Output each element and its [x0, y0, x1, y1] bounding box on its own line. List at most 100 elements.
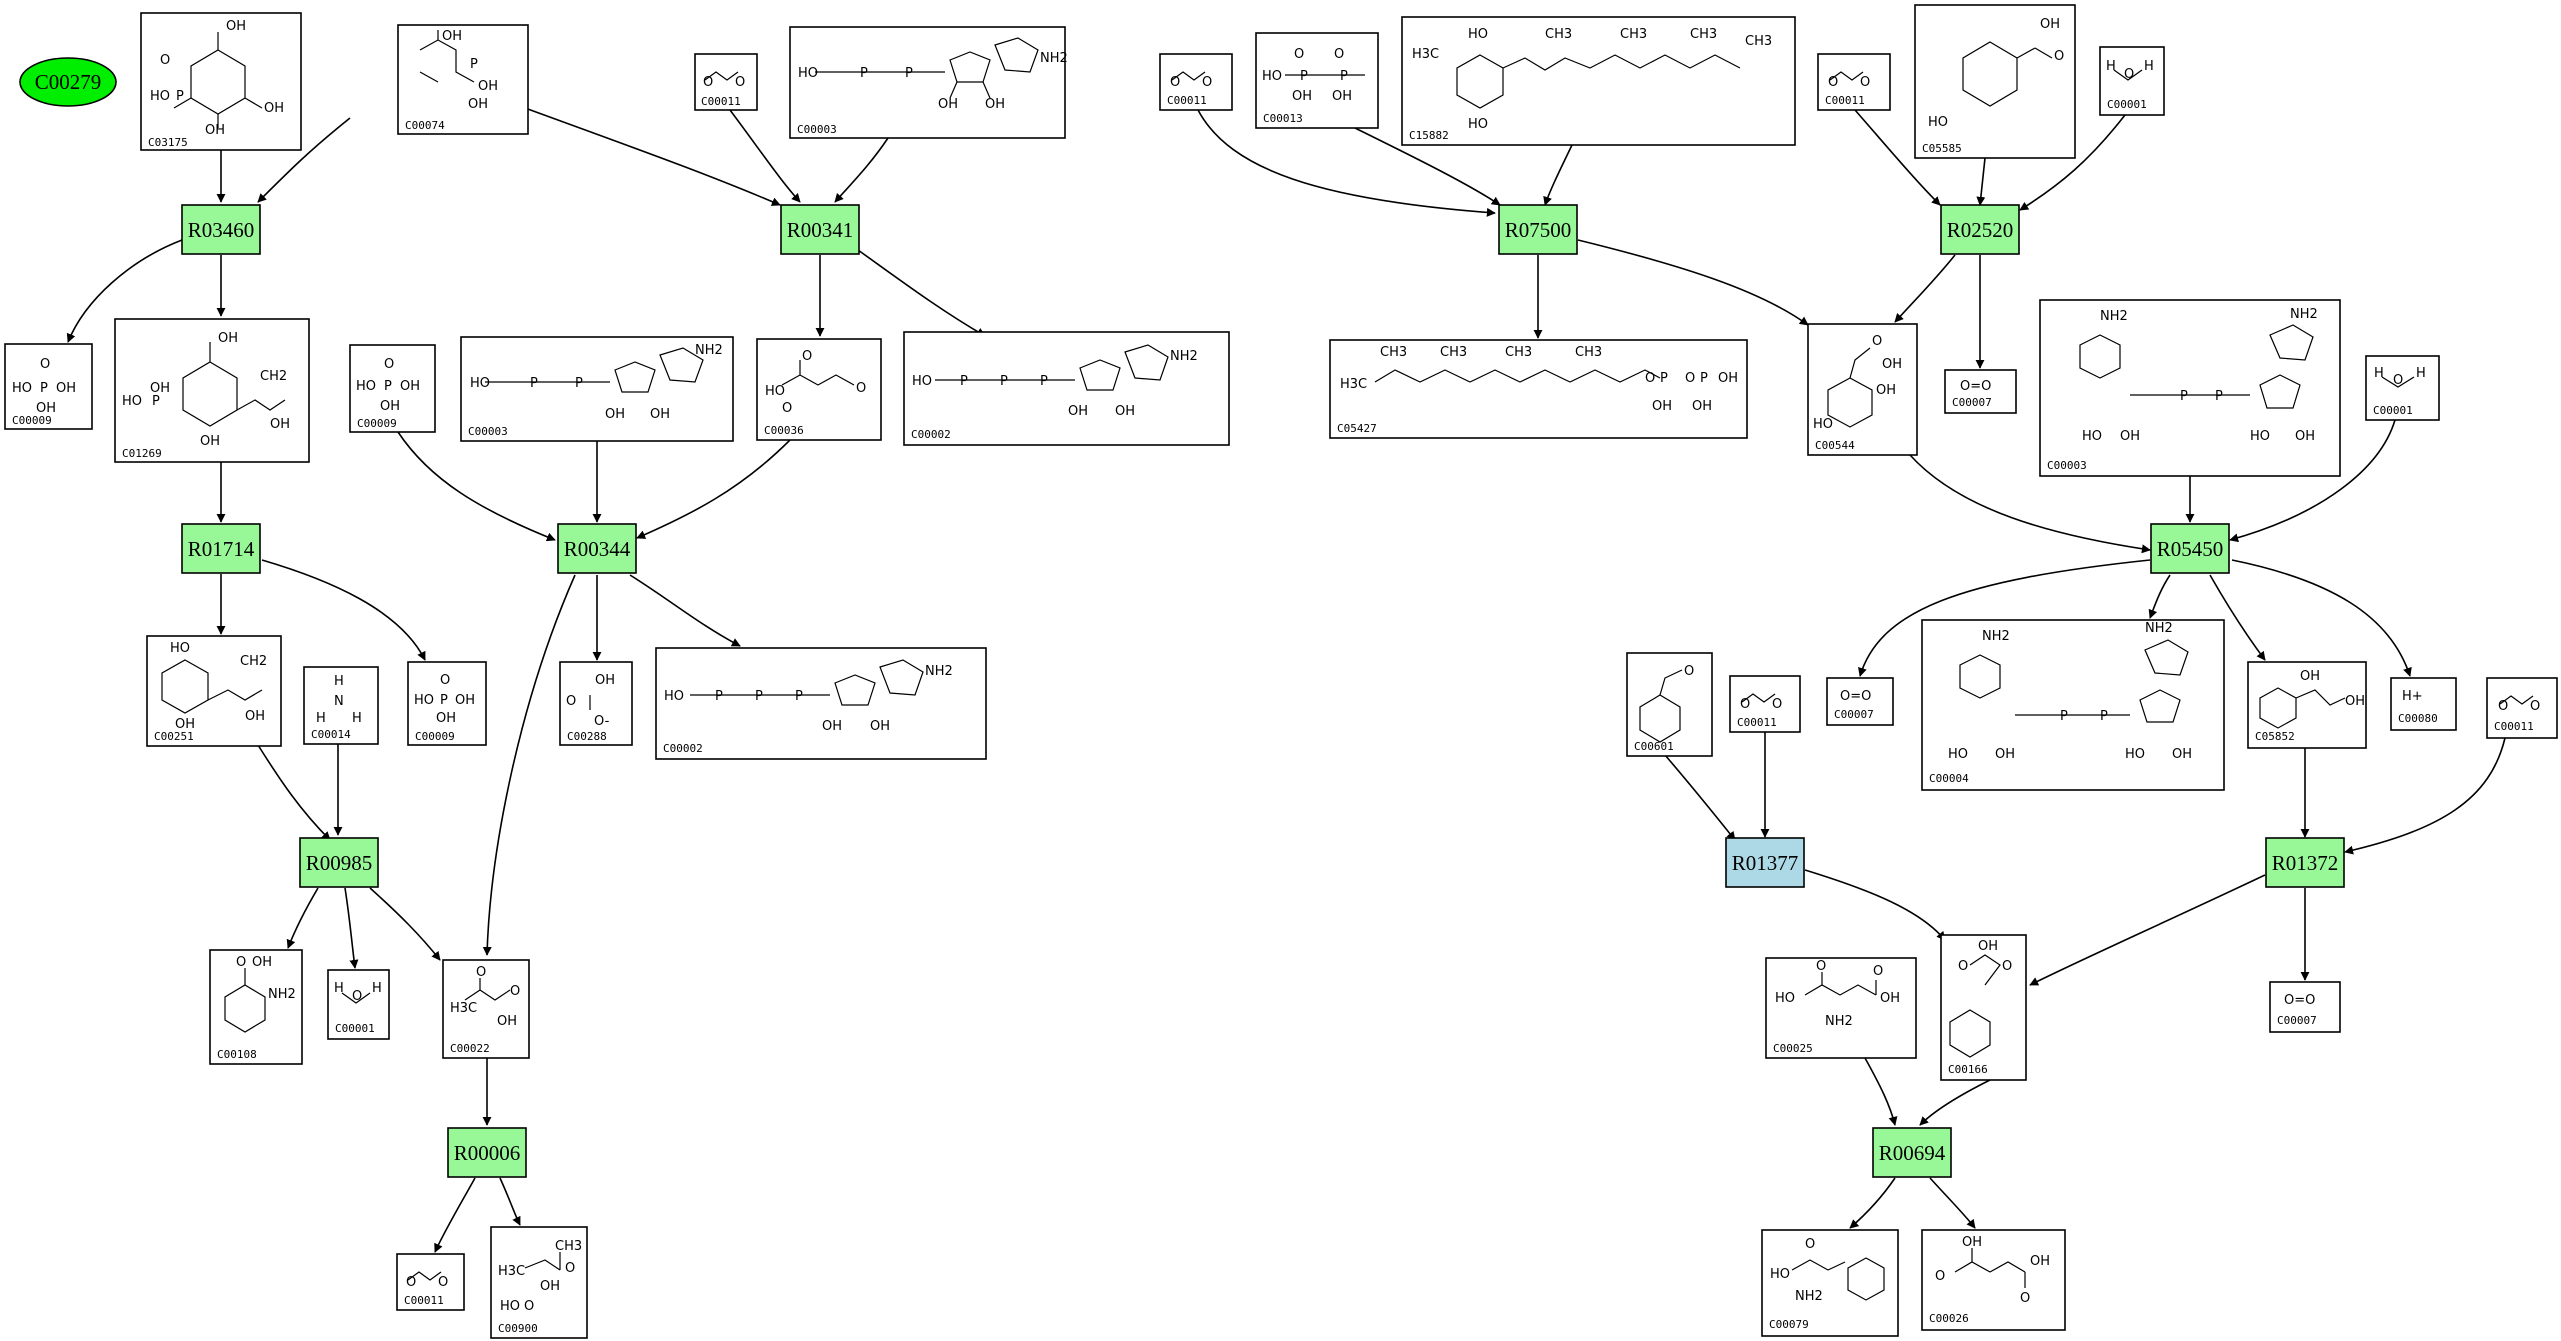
svg-text:O: O: [160, 53, 170, 68]
reaction-r00694[interactable]: R00694: [1872, 1127, 1952, 1178]
svg-text:P: P: [384, 379, 392, 394]
compound-id: C00025: [1773, 1042, 1813, 1055]
start-node[interactable]: C00279: [19, 57, 117, 107]
compound-c00014[interactable]: H N H H C00014: [303, 666, 379, 745]
compound-c00001a[interactable]: H O H C00001: [327, 969, 390, 1040]
svg-text:H: H: [316, 711, 326, 726]
compound-c00009c[interactable]: O P HO OH OH C00009: [407, 661, 487, 746]
compound-id: C15882: [1409, 129, 1449, 142]
reaction-r03460[interactable]: R03460: [181, 204, 261, 255]
svg-text:NH2: NH2: [2290, 307, 2318, 322]
compound-c00001c[interactable]: H O H C00001: [2365, 355, 2440, 421]
compound-c00166[interactable]: OH O O C00166: [1940, 934, 2027, 1081]
reaction-r02520[interactable]: R02520: [1940, 204, 2020, 255]
svg-text:OH: OH: [175, 717, 195, 732]
compound-c00288[interactable]: OH O O- C00288: [559, 661, 633, 746]
compound-c00251[interactable]: HO CH2 OH OH C00251: [146, 635, 282, 747]
compound-c00025[interactable]: O O HO OH NH2 C00025: [1765, 957, 1917, 1059]
svg-text:CH3: CH3: [1620, 27, 1647, 42]
compound-c00074[interactable]: OH P OH OH C00074: [397, 24, 529, 135]
svg-text:P: P: [152, 394, 160, 409]
compound-c00009b[interactable]: O P HO OH OH C00009: [349, 344, 436, 433]
edge-r00341-c00002a: [857, 249, 986, 337]
compound-c00544[interactable]: O OH OH HO C00544: [1807, 323, 1918, 456]
reaction-r01372[interactable]: R01372: [2265, 837, 2345, 888]
compound-c00022[interactable]: O H3C O OH C00022: [442, 959, 530, 1059]
compound-c05585[interactable]: OH O HO C05585: [1914, 4, 2076, 159]
svg-text:CH3: CH3: [1575, 345, 1602, 360]
svg-text:OH: OH: [985, 97, 1005, 112]
compound-c00036[interactable]: O HO O O C00036: [756, 338, 882, 441]
svg-text:H: H: [334, 981, 344, 996]
compound-c00002a[interactable]: HO P P P NH2 OH OH C00002: [903, 331, 1230, 446]
compound-id: C00007: [1952, 396, 1992, 409]
compound-c00026[interactable]: OH O OH O C00026: [1921, 1229, 2066, 1331]
structure-c00900: CH3 H3C O OH HO O: [498, 1239, 582, 1314]
edge-r05450-c00007b: [1858, 559, 2151, 677]
svg-text:O: O: [236, 955, 246, 970]
svg-text:NH2: NH2: [695, 343, 723, 358]
svg-text:O: O: [1860, 75, 1870, 90]
edge-c00001b-r02520: [2019, 114, 2126, 211]
compound-c00013[interactable]: HO P P O O OH OH C00013: [1255, 32, 1379, 129]
compound-c00011b[interactable]: O O C00011: [396, 1253, 465, 1311]
edge-c00251-r00985: [257, 744, 331, 841]
structure-c00080: H+: [2402, 689, 2423, 704]
compound-c01269[interactable]: OH OH HO P CH2 OH OH C01269: [114, 318, 310, 463]
reaction-r01377[interactable]: R01377: [1725, 837, 1805, 888]
compounds: OH O OH HO P OH C03175 OH P OH OH C00074: [4, 4, 2558, 1339]
compound-c00601[interactable]: O C00601: [1626, 652, 1713, 757]
svg-text:NH2: NH2: [2145, 621, 2173, 636]
compound-c00011e[interactable]: O O C00011: [1729, 675, 1801, 733]
compound-c00004[interactable]: NH2 P P NH2 HO OH HO OH C00004: [1921, 619, 2225, 791]
compound-id: C03175: [148, 136, 188, 149]
compound-c15882[interactable]: HO H3C HO CH3 CH3 CH3 CH3 C15882: [1401, 16, 1796, 146]
svg-text:O: O: [440, 673, 450, 688]
svg-text:HO: HO: [798, 66, 818, 81]
compound-c00007c[interactable]: O=O C00007: [2269, 981, 2341, 1033]
compound-c00079[interactable]: O HO NH2 C00079: [1761, 1229, 1899, 1337]
reaction-r00006[interactable]: R00006: [447, 1127, 527, 1178]
reaction-r07500[interactable]: R07500: [1498, 204, 1578, 255]
compound-c00002b[interactable]: HO P P P NH2 OH OH C00002: [655, 647, 987, 760]
compound-c00011f[interactable]: O O C00011: [2486, 677, 2558, 739]
compound-c00003b[interactable]: HO P P NH2 OH OH C00003: [460, 336, 734, 442]
reaction-r01714[interactable]: R01714: [181, 523, 261, 574]
edge-r05450-c00004: [2148, 574, 2171, 619]
compound-c00001b[interactable]: H O H C00001: [2099, 46, 2165, 116]
svg-text:P: P: [1300, 69, 1308, 84]
compound-c05852[interactable]: OH OH C05852: [2247, 661, 2367, 749]
compound-c03175[interactable]: OH O OH HO P OH C03175: [140, 12, 302, 151]
structure-c00013: HO P P O O OH OH: [1262, 47, 1365, 104]
reaction-r05450[interactable]: R05450: [2150, 523, 2230, 574]
compound-c00003c[interactable]: NH2 P P NH2 HO OH HO OH C00003: [2039, 299, 2341, 477]
compound-c00108[interactable]: O OH NH2 C00108: [209, 949, 303, 1065]
compound-c00009a[interactable]: O P HO OH OH C00009: [4, 343, 93, 430]
compound-c00011c[interactable]: O O C00011: [1159, 53, 1233, 111]
structure-c00001b: H O H: [2106, 59, 2154, 82]
compound-c00007a[interactable]: O=O C00007: [1944, 369, 2017, 414]
compound-c00900[interactable]: CH3 H3C O OH HO O C00900: [490, 1226, 588, 1339]
compound-c00011d[interactable]: O O C00011: [1817, 53, 1891, 111]
compound-c00007b[interactable]: O=O C00007: [1826, 677, 1894, 726]
compound-c00003a[interactable]: HO P P NH2 OH OH C00003: [789, 26, 1068, 139]
structure-c00011c: O O: [1170, 71, 1212, 90]
svg-text:P: P: [2215, 389, 2223, 404]
svg-text:OH: OH: [150, 381, 170, 396]
svg-text:HO: HO: [356, 379, 376, 394]
compound-c05427[interactable]: H3C CH3 CH3 CH3 CH3 O P O P OH OH OH C05…: [1329, 339, 1748, 439]
compound-c00011a[interactable]: O O C00011: [694, 53, 758, 111]
svg-text:P: P: [1040, 374, 1048, 389]
svg-text:HO: HO: [12, 381, 32, 396]
compound-c00080[interactable]: H+ C00080: [2390, 677, 2457, 731]
reaction-r00985[interactable]: R00985: [299, 837, 379, 888]
edge-c00074-r00341: [524, 107, 781, 206]
compound-id: C00900: [498, 1322, 538, 1335]
svg-text:O: O: [510, 984, 520, 999]
svg-text:OH: OH: [595, 673, 615, 688]
reaction-r00344[interactable]: R00344: [557, 523, 637, 574]
svg-text:O: O: [1873, 964, 1883, 979]
svg-text:NH2: NH2: [1170, 349, 1198, 364]
reaction-r00341[interactable]: R00341: [780, 204, 860, 255]
